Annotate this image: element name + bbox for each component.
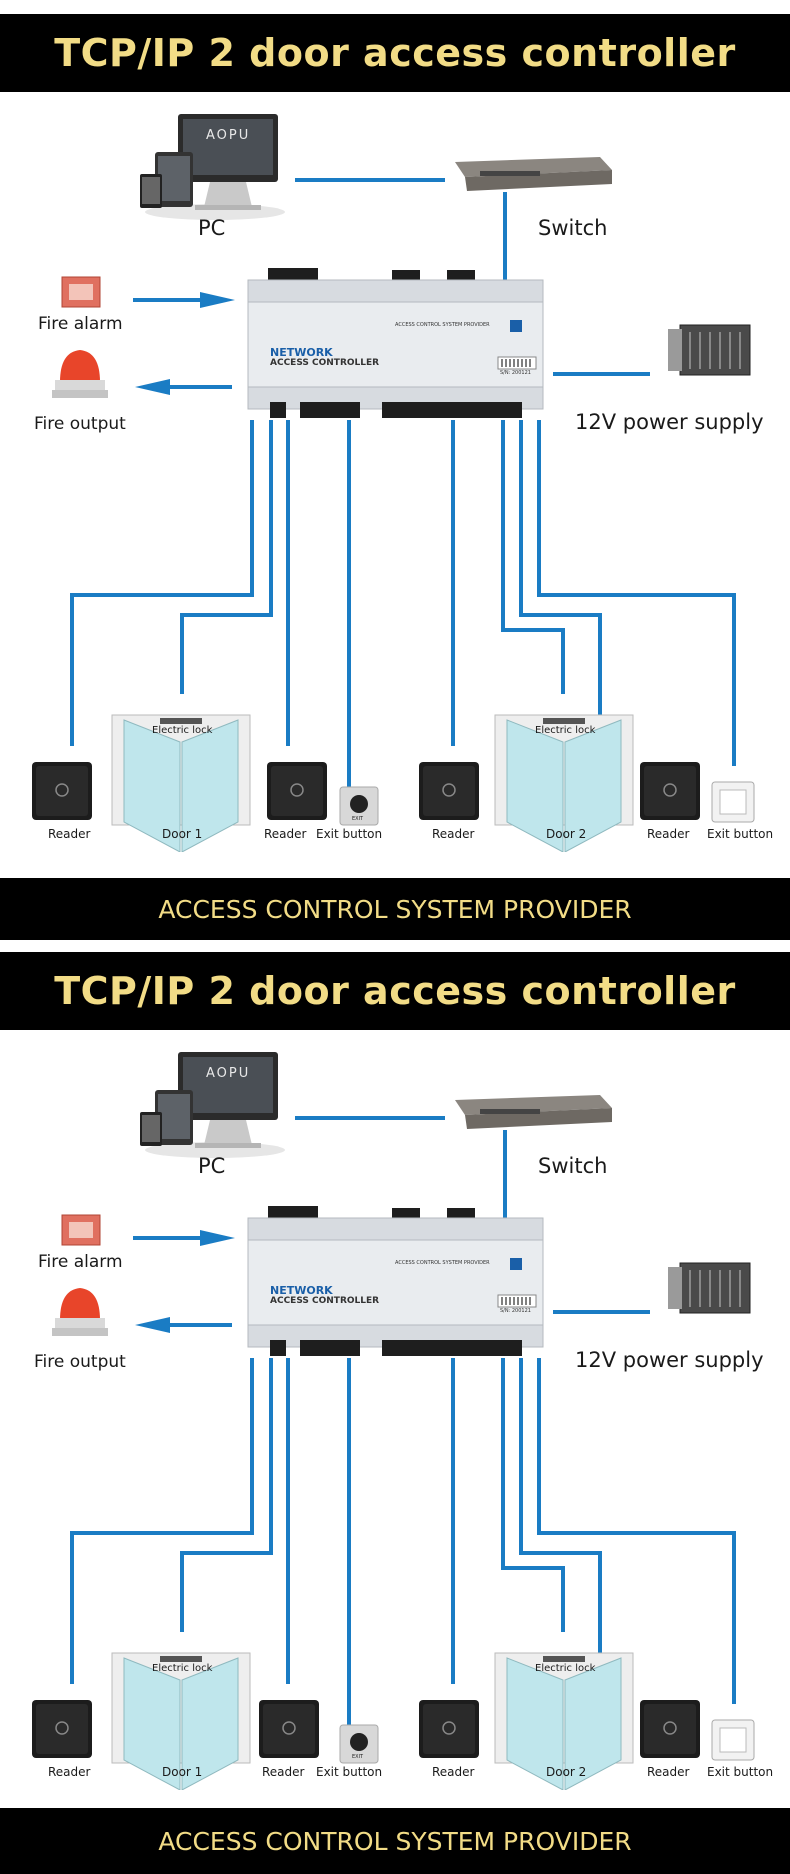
- footer-text: ACCESS CONTROL SYSTEM PROVIDER: [158, 1826, 632, 1856]
- fire-alarm-icon: [61, 276, 101, 308]
- fire-alarm-label: Fire alarm: [38, 314, 123, 334]
- controller-serial: S/N: 200121: [500, 1308, 531, 1314]
- controller-line2: ACCESS CONTROLLER: [270, 358, 380, 368]
- pc-brand: AOPU: [206, 1066, 251, 1081]
- power-supply-icon: [668, 324, 751, 376]
- fire-output-label: Fire output: [34, 1352, 126, 1372]
- switch-label: Switch: [538, 216, 608, 240]
- arrow-head: [200, 292, 235, 308]
- title-banner: TCP/IP 2 door access controller: [0, 952, 790, 1030]
- arrow-head: [135, 379, 170, 395]
- reader-device: [32, 1700, 92, 1758]
- pc-icon: [140, 1052, 285, 1158]
- door-label: Door 1: [162, 827, 203, 841]
- diagram-panel: AOPU PC Switch Fire alarm Fire output 12…: [0, 92, 790, 852]
- exit-button-device: [339, 1724, 379, 1764]
- wiring-diagram: [32, 114, 755, 852]
- reader-device: [32, 762, 92, 820]
- controller-brand: ACCESS CONTROL SYSTEM PROVIDER: [395, 1260, 490, 1266]
- pc-label: PC: [198, 216, 226, 240]
- door-label: Door 2: [546, 1765, 587, 1779]
- door-frame: [111, 714, 251, 852]
- device-wiring: [70, 1358, 736, 1738]
- diagram-title: TCP/IP 2 door access controller: [54, 969, 736, 1013]
- fire-output-icon: [52, 350, 108, 398]
- exit-button-label: Exit button: [707, 1765, 774, 1779]
- exit-button-device: [339, 786, 379, 826]
- controller-brand: ACCESS CONTROL SYSTEM PROVIDER: [395, 322, 490, 328]
- reader-device: [267, 762, 327, 820]
- power-supply-label: 12V power supply: [575, 1348, 764, 1372]
- arrow-head: [135, 1317, 170, 1333]
- switch-label: Switch: [538, 1154, 608, 1178]
- reader-label: Reader: [432, 827, 475, 841]
- lock-label: Electric lock: [152, 1663, 213, 1674]
- door-label: Door 1: [162, 1765, 203, 1779]
- door-frame: [494, 714, 634, 852]
- pc-brand: AOPU: [206, 128, 251, 143]
- reader-label: Reader: [647, 1765, 690, 1779]
- pc-label: PC: [198, 1154, 226, 1178]
- controller-line1: NETWORK: [270, 1284, 333, 1297]
- reader-device: [640, 762, 700, 820]
- wiring-diagram: [32, 1052, 755, 1790]
- exit-button-label: Exit button: [707, 827, 774, 841]
- reader-label: Reader: [647, 827, 690, 841]
- fire-output-icon: [52, 1288, 108, 1336]
- lock-label: Electric lock: [152, 725, 213, 736]
- power-supply-label: 12V power supply: [575, 410, 764, 434]
- lock-label: Electric lock: [535, 725, 596, 736]
- fire-alarm-icon: [61, 1214, 101, 1246]
- controller-serial: S/N: 200121: [500, 370, 531, 376]
- diagram-panel: AOPU PC Switch Fire alarm Fire output 12…: [0, 1030, 790, 1790]
- exit-mark: EXIT: [352, 1754, 364, 1760]
- exit-button-device: [711, 781, 755, 823]
- door-label: Door 2: [546, 827, 587, 841]
- exit-button-device: [711, 1719, 755, 1761]
- diagram-title: TCP/IP 2 door access controller: [54, 31, 736, 75]
- reader-device: [419, 762, 479, 820]
- footer-banner: ACCESS CONTROL SYSTEM PROVIDER: [0, 878, 790, 940]
- exit-button-label: Exit button: [316, 1765, 383, 1779]
- reader-device: [259, 1700, 319, 1758]
- fire-alarm-label: Fire alarm: [38, 1252, 123, 1272]
- reader-label: Reader: [48, 1765, 91, 1779]
- reader-device: [640, 1700, 700, 1758]
- title-banner: TCP/IP 2 door access controller: [0, 14, 790, 92]
- reader-label: Reader: [262, 1765, 305, 1779]
- footer-banner: ACCESS CONTROL SYSTEM PROVIDER: [0, 1808, 790, 1874]
- lock-label: Electric lock: [535, 1663, 596, 1674]
- reader-label: Reader: [264, 827, 307, 841]
- door-frame: [494, 1652, 634, 1790]
- switch-icon: [455, 1095, 612, 1129]
- controller-line2: ACCESS CONTROLLER: [270, 1296, 380, 1306]
- reader-label: Reader: [48, 827, 91, 841]
- controller-unit: [247, 1206, 544, 1356]
- controller-unit: [247, 268, 544, 418]
- door-frame: [111, 1652, 251, 1790]
- switch-icon: [455, 157, 612, 191]
- exit-button-label: Exit button: [316, 827, 383, 841]
- device-wiring: [70, 420, 736, 800]
- fire-output-label: Fire output: [34, 414, 126, 434]
- pc-icon: [140, 114, 285, 220]
- reader-device: [419, 1700, 479, 1758]
- exit-mark: EXIT: [352, 816, 364, 822]
- reader-label: Reader: [432, 1765, 475, 1779]
- footer-text: ACCESS CONTROL SYSTEM PROVIDER: [158, 894, 632, 924]
- arrow-head: [200, 1230, 235, 1246]
- power-supply-icon: [668, 1262, 751, 1314]
- controller-line1: NETWORK: [270, 346, 333, 359]
